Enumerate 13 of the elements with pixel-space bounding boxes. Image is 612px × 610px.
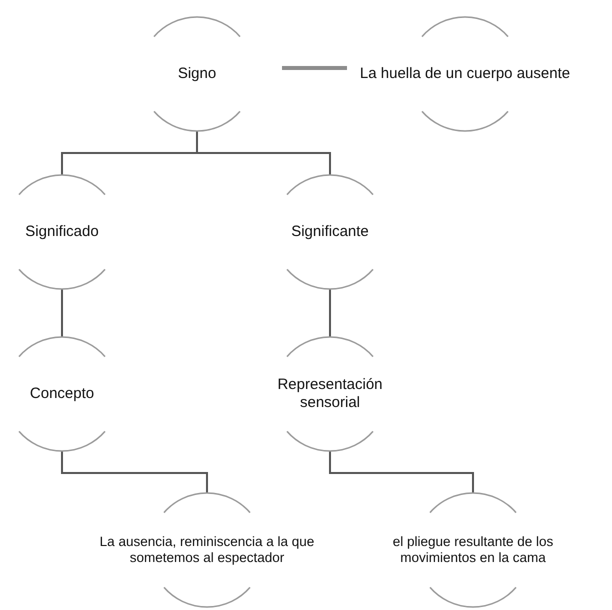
node-label: La huella de un cuerpo ausente — [358, 65, 572, 83]
connector-line — [329, 289, 331, 337]
node-label: La ausencia, reminiscencia a la que sometemos al espectador — [98, 534, 316, 566]
node-label: Significante — [290, 223, 370, 241]
connector-line — [329, 451, 474, 493]
connector-line — [282, 66, 347, 70]
node-label: el pliegue resultante de los movimientos en la cama — [392, 534, 554, 566]
node-label: Signo — [176, 65, 218, 83]
node-label: Representación sensorial — [276, 376, 384, 412]
node-label: Concepto — [28, 385, 96, 403]
node-label: Significado — [24, 223, 100, 241]
connector-line — [61, 451, 208, 493]
connector-line — [61, 289, 63, 337]
